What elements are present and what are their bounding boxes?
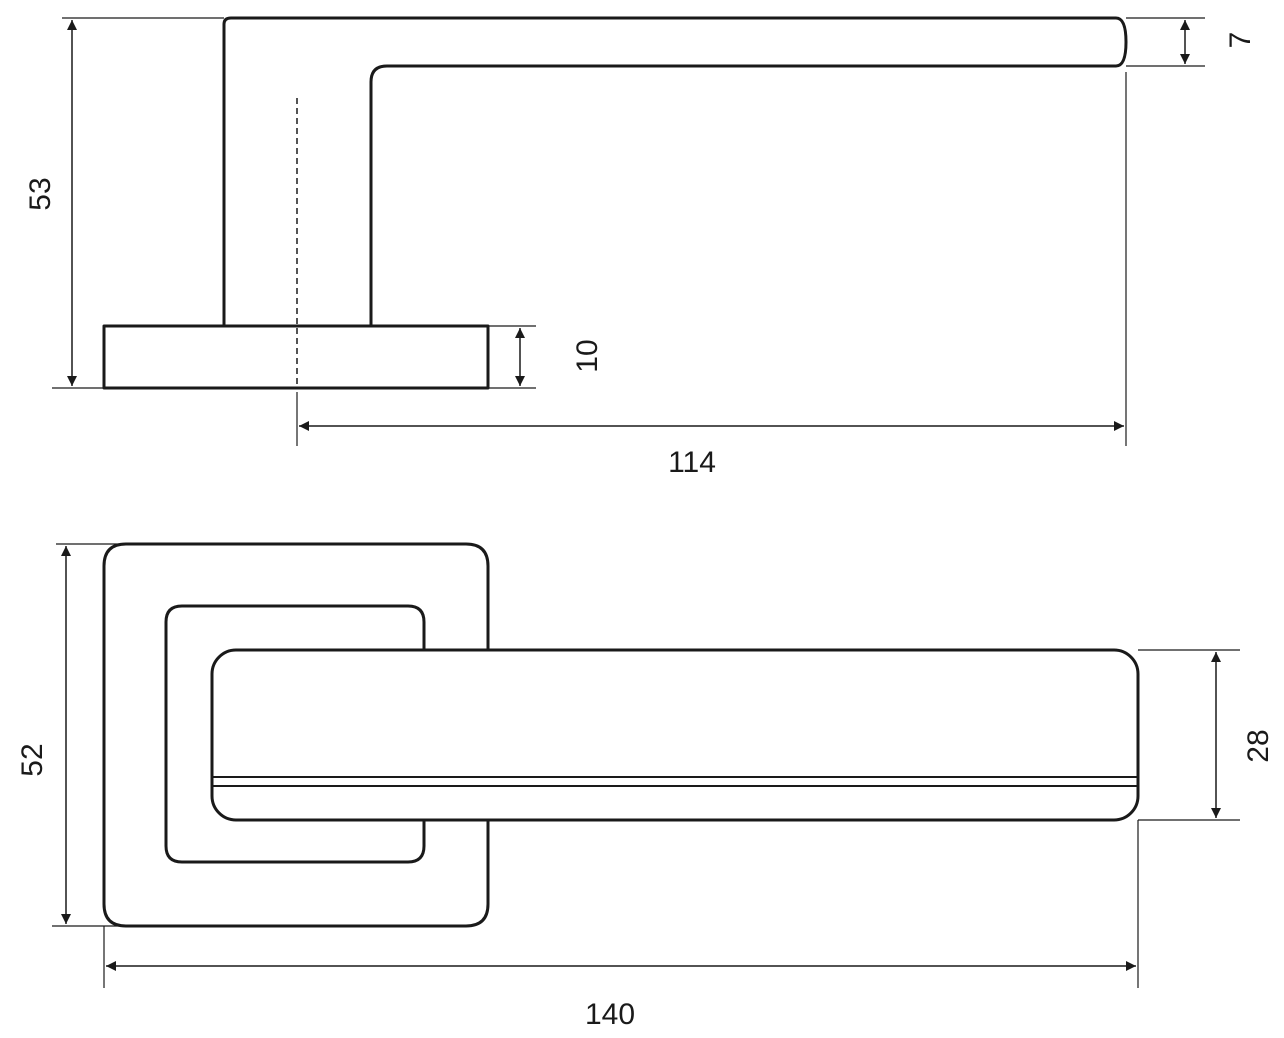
dim-label-114: 114 [668, 446, 716, 479]
dim-label-28: 28 [1242, 729, 1275, 762]
side-rose-base [102, 324, 490, 390]
inner-rose [164, 604, 426, 864]
top-view: 52 28 140 [16, 542, 1275, 1031]
dim-label-7: 7 [1224, 32, 1257, 49]
side-lever-outline [222, 16, 1128, 328]
dim-label-53: 53 [24, 177, 57, 210]
side-view: 53 7 10 114 [24, 16, 1257, 479]
lever-body [210, 648, 1140, 822]
dim-label-52: 52 [16, 743, 49, 776]
dim-label-10: 10 [571, 339, 604, 372]
dim-label-140: 140 [585, 998, 635, 1031]
outer-rose [102, 542, 490, 928]
